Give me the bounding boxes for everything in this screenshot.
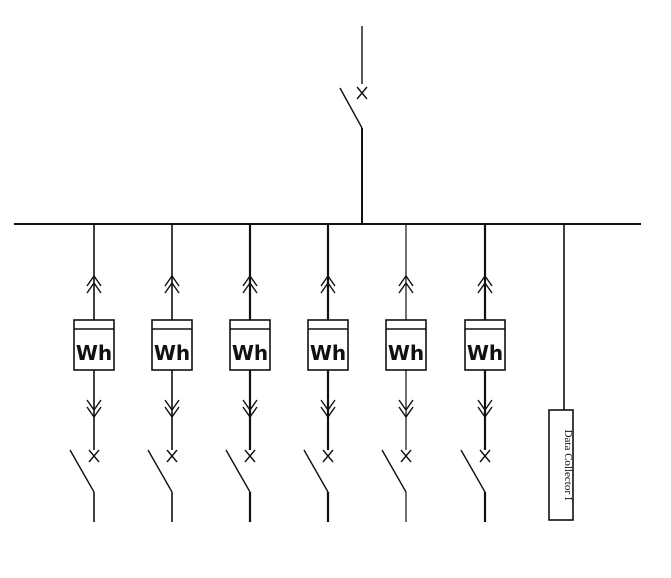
plug-in-contact-icon: [477, 399, 493, 419]
plug-in-contact-icon: [242, 274, 258, 294]
circuit-breaker-icon: [69, 449, 100, 493]
plug-in-contact-icon: [86, 399, 102, 419]
watt-hour-meter-icon: Wh: [307, 319, 349, 371]
feeder-6: Wh: [460, 224, 506, 522]
feeder-2: Wh: [147, 224, 193, 522]
meter-label: Wh: [232, 341, 268, 365]
meter-label: Wh: [76, 341, 112, 365]
data-collector-branch: Data Collector I: [548, 224, 574, 521]
incoming-feeder: [339, 26, 368, 224]
circuit-breaker-icon: [225, 449, 256, 493]
data-collector-box: [548, 409, 574, 521]
circuit-breaker-icon: [381, 449, 412, 493]
plug-in-contact-icon: [242, 399, 258, 419]
meter-label: Wh: [154, 341, 190, 365]
plug-in-contact-icon: [320, 274, 336, 294]
circuit-breaker-icon: [147, 449, 178, 493]
watt-hour-meter-icon: Wh: [464, 319, 506, 371]
watt-hour-meter-icon: Wh: [151, 319, 193, 371]
plug-in-contact-icon: [398, 399, 414, 419]
circuit-breaker-icon: [339, 86, 368, 129]
watt-hour-meter-icon: Wh: [73, 319, 115, 371]
meter-label: Wh: [310, 341, 346, 365]
feeder-4: Wh: [303, 224, 349, 522]
plug-in-contact-icon: [86, 274, 102, 294]
circuit-breaker-icon: [460, 449, 491, 493]
plug-in-contact-icon: [164, 399, 180, 419]
plug-in-contact-icon: [477, 274, 493, 294]
meter-label: Wh: [467, 341, 503, 365]
feeder-group: Wh Wh Wh Wh Wh Wh: [69, 224, 506, 522]
feeder-5: Wh: [381, 224, 427, 522]
feeder-3: Wh: [225, 224, 271, 522]
plug-in-contact-icon: [398, 274, 414, 294]
watt-hour-meter-icon: Wh: [385, 319, 427, 371]
plug-in-contact-icon: [320, 399, 336, 419]
feeder-1: Wh: [69, 224, 115, 522]
watt-hour-meter-icon: Wh: [229, 319, 271, 371]
data-collector-label: Data Collector I: [562, 430, 574, 501]
meter-label: Wh: [388, 341, 424, 365]
circuit-breaker-icon: [303, 449, 334, 493]
plug-in-contact-icon: [164, 274, 180, 294]
